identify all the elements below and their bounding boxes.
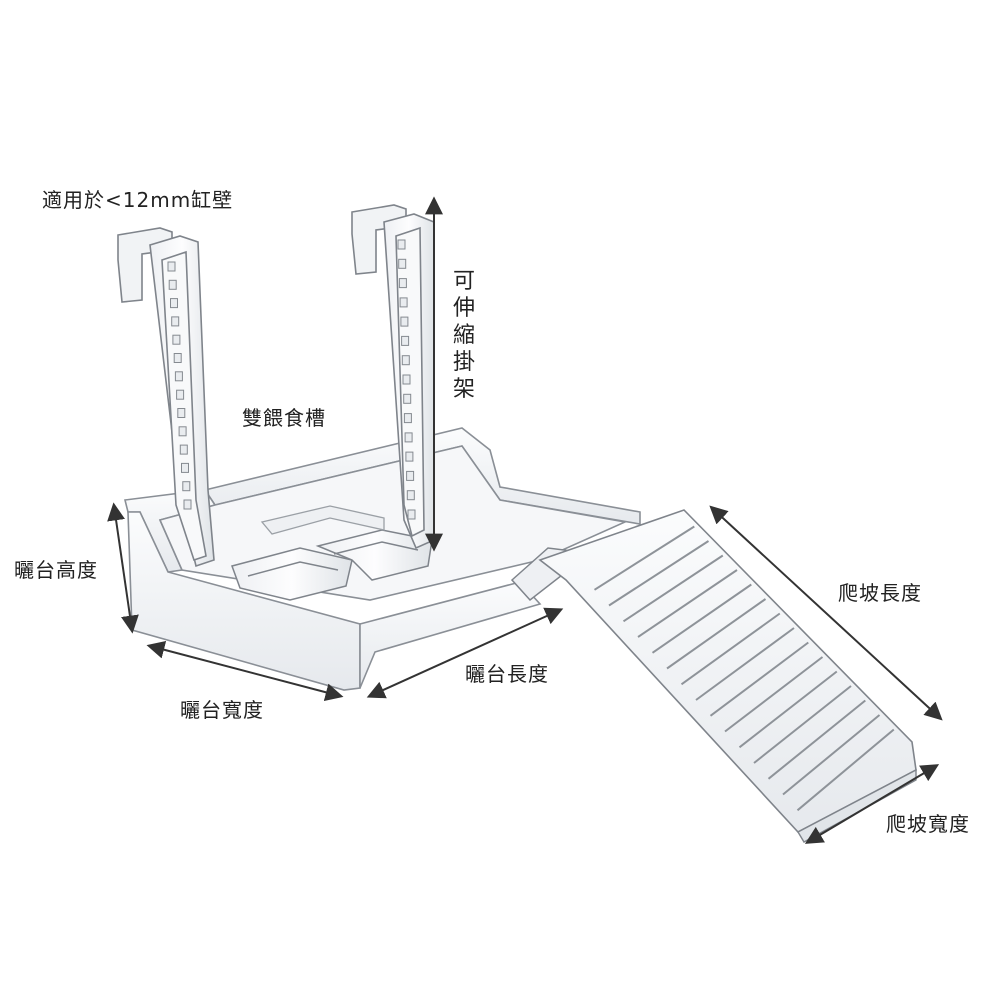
- trough-left-bowl: [231, 547, 353, 601]
- hanger-tooth: [174, 371, 183, 382]
- climbing-ramp: [510, 509, 917, 843]
- label-wall-fit: 適用於<12mm缸壁: [42, 188, 234, 212]
- label-dual-feeding-trough: 雙餵食槽: [242, 406, 326, 430]
- label-adjustable-hanger: 可伸縮掛架: [452, 269, 475, 402]
- hanger-tooth: [179, 444, 188, 455]
- hanger-tooth: [177, 408, 186, 418]
- hanger-tooth: [173, 353, 182, 363]
- left-hanger-teeth: [167, 261, 192, 510]
- ramp-rib: [593, 525, 695, 591]
- right-hanger-teeth: [397, 239, 416, 520]
- hanger-tooth: [178, 426, 187, 437]
- hanger-tooth: [403, 393, 412, 404]
- arrow-ramp-width: [804, 764, 940, 844]
- hanger-tooth: [170, 298, 178, 309]
- feeding-trough: [231, 529, 433, 601]
- ramp-rib: [608, 540, 710, 607]
- hanger-tooth: [404, 432, 413, 443]
- hanger-tooth: [407, 509, 416, 520]
- hanger-tooth: [406, 470, 415, 481]
- hanger-tooth: [398, 278, 407, 289]
- hanger-tooth: [401, 355, 410, 366]
- label-ramp-length: 爬坡長度: [838, 581, 922, 605]
- ramp-rib: [622, 554, 724, 623]
- arrow-platform-width: [146, 640, 344, 702]
- hanger-tooth: [167, 261, 176, 272]
- label-platform-length: 曬台長度: [465, 662, 549, 686]
- arrow-platform-length: [366, 607, 564, 699]
- hanger-tooth: [182, 481, 191, 492]
- hanger-tooth: [397, 239, 406, 250]
- arrow-platform-height: [107, 502, 139, 634]
- hanger-tooth: [171, 316, 180, 327]
- hanger-tooth: [168, 279, 177, 290]
- label-platform-height: 曬台高度: [14, 558, 98, 582]
- arrow-ramp-length: [709, 505, 943, 721]
- label-platform-width: 曬台寬度: [180, 698, 264, 722]
- ramp-surface: [538, 509, 917, 833]
- label-ramp-width: 爬坡寬度: [886, 812, 970, 836]
- hanger-tooth: [406, 490, 415, 501]
- hanger-tooth: [181, 462, 189, 473]
- hanger-tooth: [405, 451, 414, 462]
- hanger-tooth: [403, 413, 412, 424]
- hanger-tooth: [402, 374, 411, 385]
- hanger-tooth: [400, 316, 409, 327]
- dimension-arrows: [107, 196, 943, 844]
- hanger-tooth: [176, 389, 185, 400]
- hanger-tooth: [399, 297, 408, 308]
- ramp-rib: [782, 714, 881, 796]
- left-hanger: [117, 227, 215, 568]
- hanger-tooth: [172, 334, 181, 345]
- inner-step: [260, 505, 385, 535]
- hanger-tooth: [183, 499, 192, 510]
- hanger-tooth: [401, 335, 410, 346]
- hanger-tooth: [398, 258, 407, 269]
